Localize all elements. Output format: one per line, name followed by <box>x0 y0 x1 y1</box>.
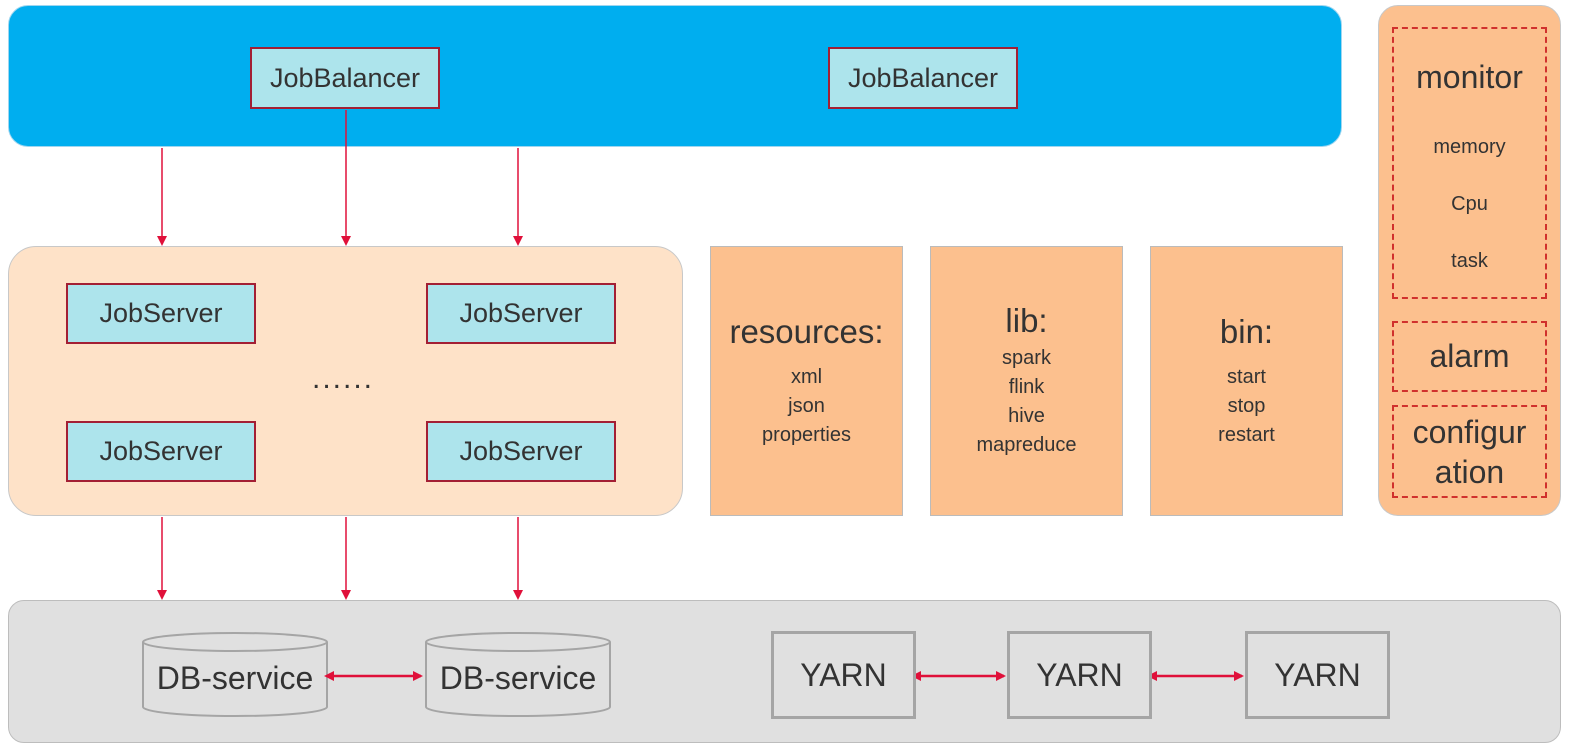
configuration-box: configur ation <box>1392 405 1547 498</box>
configuration-label-line1: configur <box>1412 413 1527 450</box>
job-server-4: JobServer <box>426 421 616 482</box>
lib-item-hive: hive <box>1008 405 1045 427</box>
bin-item-restart: restart <box>1218 423 1275 446</box>
job-server-1: JobServer <box>66 283 256 344</box>
resources-folder: resources: xml json properties <box>710 246 903 516</box>
db-service-label-1: DB-service <box>156 660 314 696</box>
job-balancer-2: JobBalancer <box>828 47 1018 109</box>
yarn-node-3: YARN <box>1245 631 1390 719</box>
lib-folder: lib: spark flink hive mapreduce <box>930 246 1123 516</box>
resources-folder-title: resources: <box>729 312 884 350</box>
monitor-item-cpu: Cpu <box>1451 193 1488 215</box>
monitor-item-memory: memory <box>1433 136 1506 158</box>
alarm-box: alarm <box>1392 321 1547 392</box>
monitor-box: monitor memory Cpu task <box>1392 27 1547 299</box>
resources-item-xml: xml <box>790 365 823 388</box>
monitor-panel <box>1378 5 1561 516</box>
monitor-title: monitor <box>1416 59 1523 95</box>
resources-item-properties: properties <box>762 423 851 446</box>
alarm-label: alarm <box>1429 338 1510 374</box>
monitor-item-task: task <box>1451 250 1488 272</box>
lib-item-flink: flink <box>1008 376 1045 398</box>
job-balancer-1: JobBalancer <box>250 47 440 109</box>
bin-folder: bin: start stop restart <box>1150 246 1343 516</box>
db-service-label-2: DB-service <box>439 660 597 696</box>
configuration-label-line2: ation <box>1434 453 1505 490</box>
lib-item-mapreduce: mapreduce <box>976 434 1077 456</box>
yarn-node-2: YARN <box>1007 631 1152 719</box>
lib-item-spark: spark <box>1002 347 1051 369</box>
job-balancer-layer <box>8 5 1342 147</box>
yarn-node-1: YARN <box>771 631 916 719</box>
lib-folder-title: lib: <box>1005 302 1048 339</box>
bin-folder-title: bin: <box>1219 312 1274 350</box>
bin-item-start: start <box>1227 365 1266 388</box>
bin-item-stop: stop <box>1227 394 1266 417</box>
resources-item-json: json <box>788 394 825 417</box>
job-server-2: JobServer <box>426 283 616 344</box>
job-server-3: JobServer <box>66 421 256 482</box>
job-server-ellipsis: ...... <box>312 362 375 395</box>
